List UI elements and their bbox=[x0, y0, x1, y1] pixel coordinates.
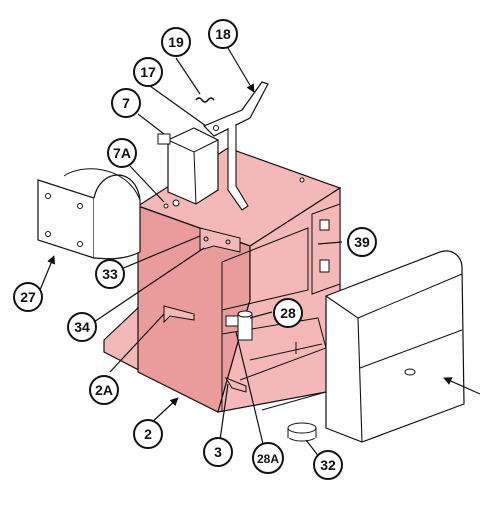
callout-39: 39 bbox=[347, 227, 377, 257]
callout-label: 39 bbox=[354, 234, 370, 250]
callout-circle bbox=[133, 57, 163, 87]
callout-circle bbox=[208, 19, 238, 49]
callout-circle bbox=[273, 298, 303, 328]
callout-7: 7 bbox=[111, 88, 141, 118]
callout-circle bbox=[89, 375, 119, 405]
callout-label: 27 bbox=[20, 289, 36, 305]
callout-7a: 7A bbox=[107, 138, 137, 168]
callout-label: 7 bbox=[122, 95, 130, 111]
callout-32: 32 bbox=[313, 450, 343, 480]
callout-34: 34 bbox=[67, 312, 97, 342]
callouts: 19 18 17 7 7A 39 27 33 28 34 2A 2 3 28A 32 bbox=[13, 19, 377, 480]
callout-label: 2 bbox=[144, 426, 152, 442]
bracket-3 bbox=[224, 376, 247, 393]
leader-lines bbox=[39, 47, 480, 459]
callout-19: 19 bbox=[161, 27, 191, 57]
bracket-2a bbox=[163, 305, 195, 324]
callout-circle bbox=[111, 88, 141, 118]
callout-label: 28A bbox=[257, 452, 279, 466]
callout-label: 7A bbox=[113, 145, 131, 161]
control-panel bbox=[311, 203, 341, 295]
callout-circle bbox=[133, 419, 163, 449]
inner-shelf bbox=[221, 227, 309, 311]
callout-28: 28 bbox=[273, 298, 303, 328]
callout-label: 2A bbox=[95, 382, 113, 398]
callout-17: 17 bbox=[133, 57, 163, 87]
inner-floor bbox=[221, 317, 327, 381]
callout-label: 32 bbox=[320, 457, 336, 473]
callout-3: 3 bbox=[203, 437, 233, 467]
callout-circle bbox=[347, 227, 377, 257]
foot-32 bbox=[287, 422, 317, 442]
callout-circle bbox=[161, 27, 191, 57]
outlet-icon bbox=[319, 259, 330, 273]
callout-circle bbox=[203, 437, 233, 467]
callout-label: 33 bbox=[102, 266, 118, 282]
switch-icon bbox=[319, 219, 330, 231]
blower-motor-7 bbox=[157, 127, 219, 205]
callout-circle bbox=[67, 312, 97, 342]
callout-label: 3 bbox=[214, 444, 222, 460]
fan-housing-27 bbox=[37, 168, 141, 260]
callout-27: 27 bbox=[13, 282, 43, 312]
callout-label: 17 bbox=[140, 64, 156, 80]
callout-circle bbox=[95, 259, 125, 289]
callout-28a: 28A bbox=[252, 442, 284, 474]
fitting-28 bbox=[225, 310, 253, 341]
callout-label: 19 bbox=[168, 34, 184, 50]
callout-label: 18 bbox=[215, 26, 231, 42]
callout-2: 2 bbox=[133, 419, 163, 449]
bracket-33 bbox=[199, 227, 241, 253]
callout-18: 18 bbox=[208, 19, 238, 49]
callout-33: 33 bbox=[95, 259, 125, 289]
mount-bracket-18 bbox=[202, 81, 269, 211]
housing-frame bbox=[103, 147, 342, 413]
callout-label: 28 bbox=[280, 305, 296, 321]
callout-circle bbox=[313, 450, 343, 480]
callout-label: 34 bbox=[74, 319, 90, 335]
callout-circle bbox=[13, 282, 43, 312]
callout-2a: 2A bbox=[89, 375, 119, 405]
front-cover bbox=[325, 250, 465, 443]
callout-circle bbox=[252, 442, 284, 474]
spring-19 bbox=[195, 97, 215, 103]
callout-circle bbox=[107, 138, 137, 168]
